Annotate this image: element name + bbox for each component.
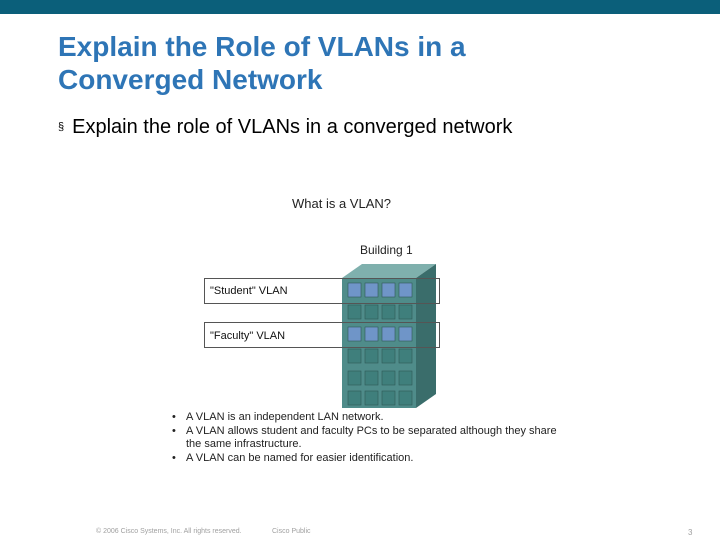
faculty-vlan-label: "Faculty" VLAN xyxy=(210,330,286,342)
student-vlan-label: "Student" VLAN xyxy=(210,285,288,297)
building-window xyxy=(398,304,413,320)
building-window xyxy=(381,390,396,406)
building-window xyxy=(398,390,413,406)
building-window xyxy=(364,326,379,342)
building-window xyxy=(347,390,362,406)
building-window xyxy=(347,348,362,364)
figure-notes: •A VLAN is an independent LAN network. •… xyxy=(172,411,572,465)
building-window xyxy=(398,348,413,364)
note-item: •A VLAN is an independent LAN network. xyxy=(172,411,384,423)
building-window xyxy=(347,326,362,342)
building-window xyxy=(347,304,362,320)
building-label: Building 1 xyxy=(360,243,413,257)
building-window xyxy=(364,348,379,364)
building-window xyxy=(364,390,379,406)
bullet-marker-icon: § xyxy=(58,121,65,133)
footer-classification: Cisco Public xyxy=(272,528,311,535)
slide-title-line-1: Explain the Role of VLANs in a xyxy=(58,31,466,62)
building-front xyxy=(342,278,416,408)
note-item: •A VLAN allows student and faculty PCs t… xyxy=(172,424,557,451)
building-window xyxy=(398,282,413,298)
building-window xyxy=(398,326,413,342)
building-window xyxy=(364,370,379,386)
building-window xyxy=(381,370,396,386)
building-roof xyxy=(342,264,436,278)
bullet-item: § Explain the role of VLANs in a converge… xyxy=(58,116,512,139)
building-window xyxy=(398,370,413,386)
slide-title-line-2: Converged Network xyxy=(58,64,323,95)
footer-page-number: 3 xyxy=(688,528,693,537)
footer-copyright: © 2006 Cisco Systems, Inc. All rights re… xyxy=(96,528,242,535)
building-window xyxy=(347,370,362,386)
faculty-vlan-box xyxy=(204,322,440,348)
building-window xyxy=(381,348,396,364)
building-window xyxy=(364,304,379,320)
building-window xyxy=(364,282,379,298)
note-item: •A VLAN can be named for easier identifi… xyxy=(172,451,414,464)
figure-title: What is a VLAN? xyxy=(292,196,391,211)
building-window xyxy=(381,282,396,298)
building-window xyxy=(381,304,396,320)
slide-title: Explain the Role of VLANs in a Converged… xyxy=(58,30,678,96)
bullet-text: Explain the role of VLANs in a converged… xyxy=(72,116,513,138)
building-window xyxy=(381,326,396,342)
building-window xyxy=(347,282,362,298)
building-side xyxy=(416,264,436,408)
top-accent-bar xyxy=(0,0,720,14)
student-vlan-box xyxy=(204,278,440,304)
